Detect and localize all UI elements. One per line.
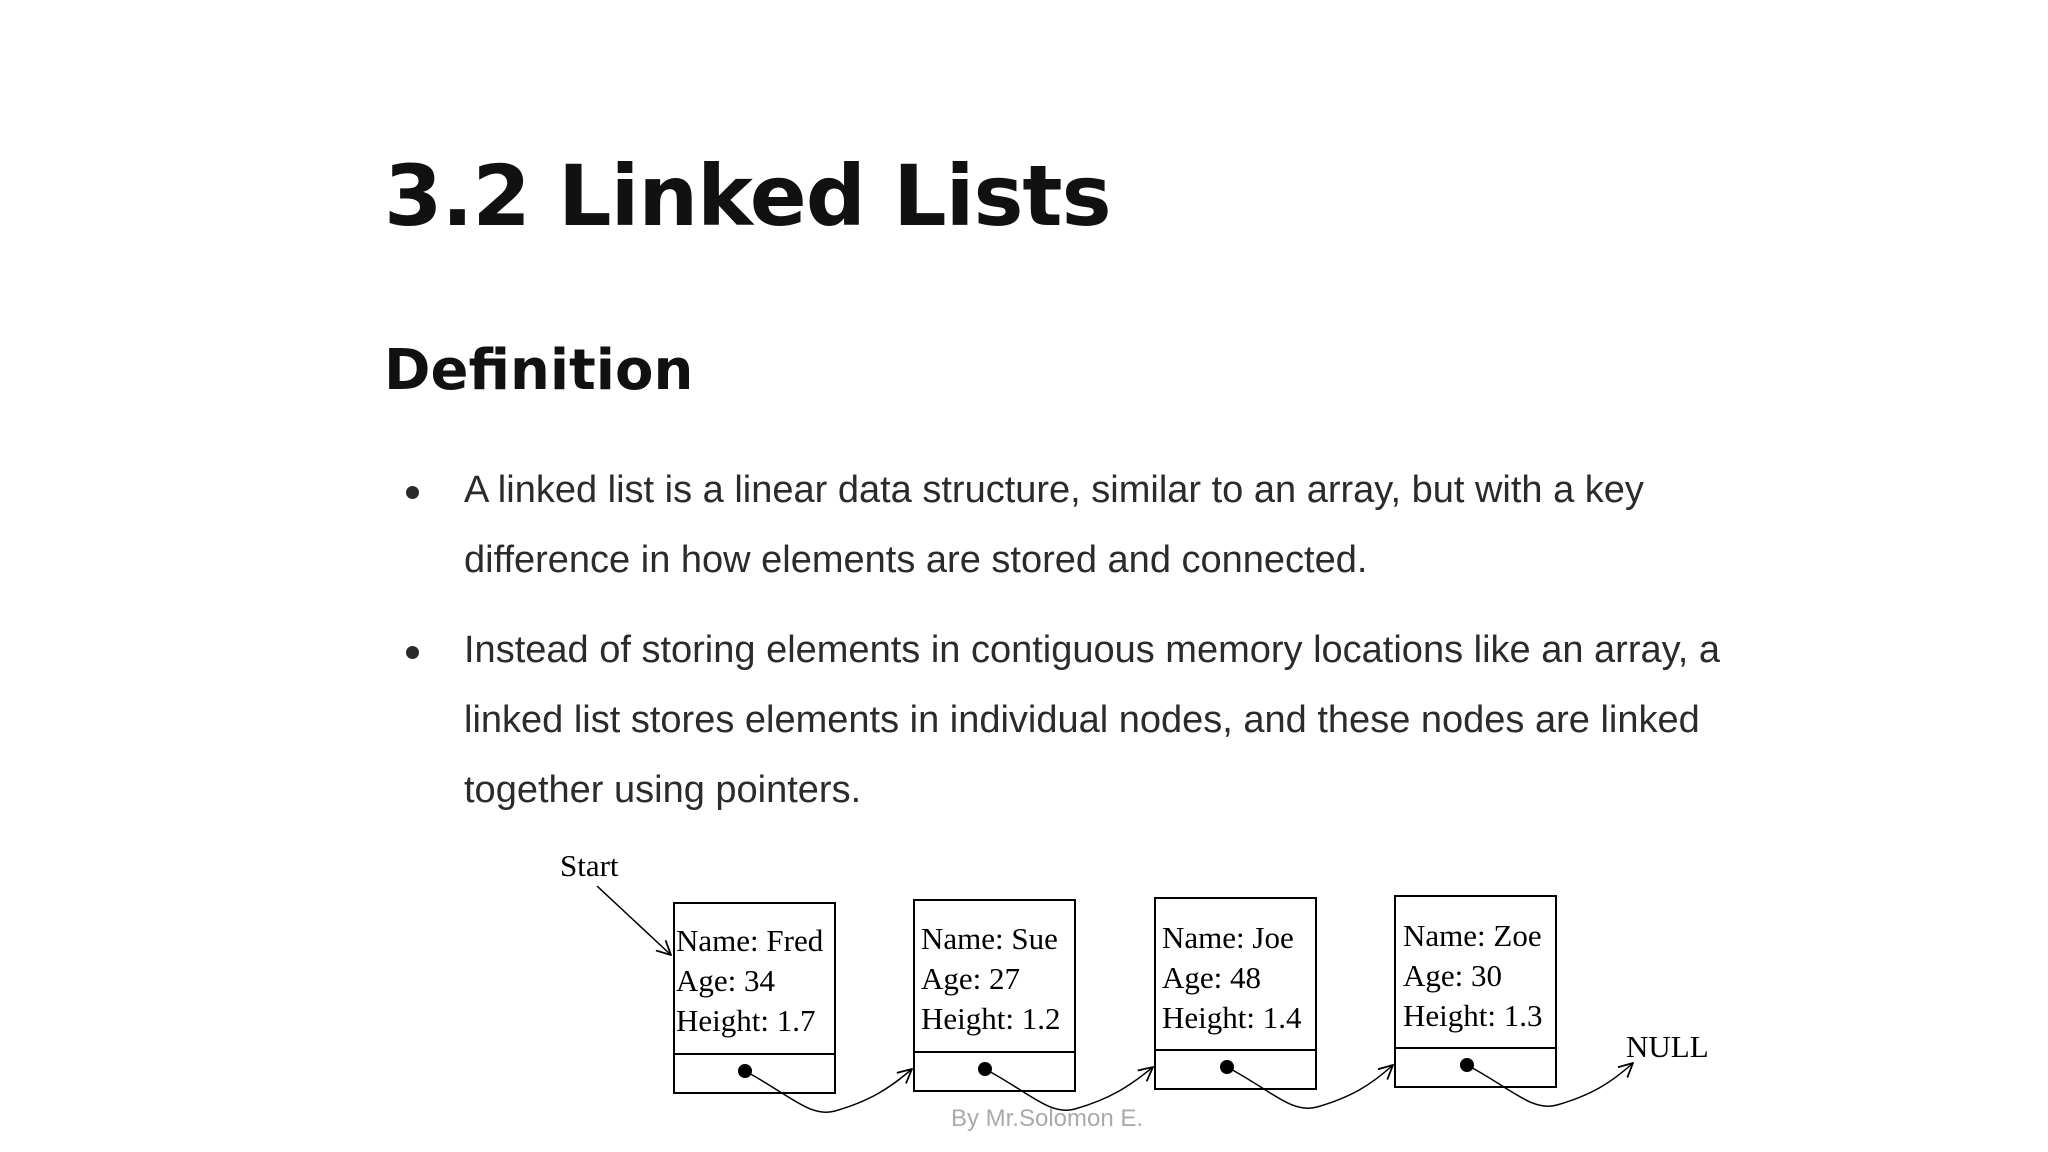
node-name: Name: Zoe — [1403, 918, 1542, 953]
node-box: Name: Joe Age: 48 Height: 1.4 — [1154, 897, 1317, 1090]
node-name: Name: Sue — [921, 921, 1058, 956]
pointer-arrow — [744, 1069, 912, 1113]
null-label: NULL — [1626, 1029, 1709, 1064]
pointer-arrow — [1226, 1065, 1393, 1109]
node-box: Name: Sue Age: 27 Height: 1.2 — [913, 899, 1076, 1092]
start-label: Start — [560, 848, 619, 883]
pointer-arrow — [984, 1067, 1153, 1111]
bullet-text: A linked list is a linear data structure… — [464, 469, 1644, 581]
node-box: Name: Zoe Age: 30 Height: 1.3 — [1394, 895, 1557, 1088]
slide-subtitle: Definition — [384, 338, 694, 403]
node-name: Name: Fred — [676, 923, 824, 958]
bullet-dot-icon — [406, 486, 419, 499]
node-age: Age: 48 — [1162, 960, 1261, 995]
start-arrow — [596, 885, 671, 955]
node-name: Name: Joe — [1162, 920, 1294, 955]
footer-credit: By Mr.Solomon E. — [951, 1105, 1143, 1132]
bullet-list: A linked list is a linear data structure… — [384, 455, 1804, 845]
node-height: Height: 1.4 — [1162, 1000, 1302, 1035]
node-age: Age: 30 — [1403, 958, 1502, 993]
slide-title: 3.2 Linked Lists — [384, 147, 1112, 245]
bullet-text: Instead of storing elements in contiguou… — [464, 629, 1721, 811]
bullet-dot-icon — [406, 646, 419, 659]
node-box: Name: Fred Age: 34 Height: 1.7 — [673, 902, 836, 1094]
node-age: Age: 27 — [921, 961, 1020, 996]
node-height: Height: 1.3 — [1403, 998, 1543, 1033]
pointer-arrow — [1466, 1063, 1633, 1107]
node-height: Height: 1.2 — [921, 1001, 1061, 1036]
node-age: Age: 34 — [676, 963, 776, 998]
bullet-item: A linked list is a linear data structure… — [384, 455, 1804, 595]
bullet-item: Instead of storing elements in contiguou… — [384, 615, 1804, 825]
node-height: Height: 1.7 — [676, 1003, 816, 1038]
